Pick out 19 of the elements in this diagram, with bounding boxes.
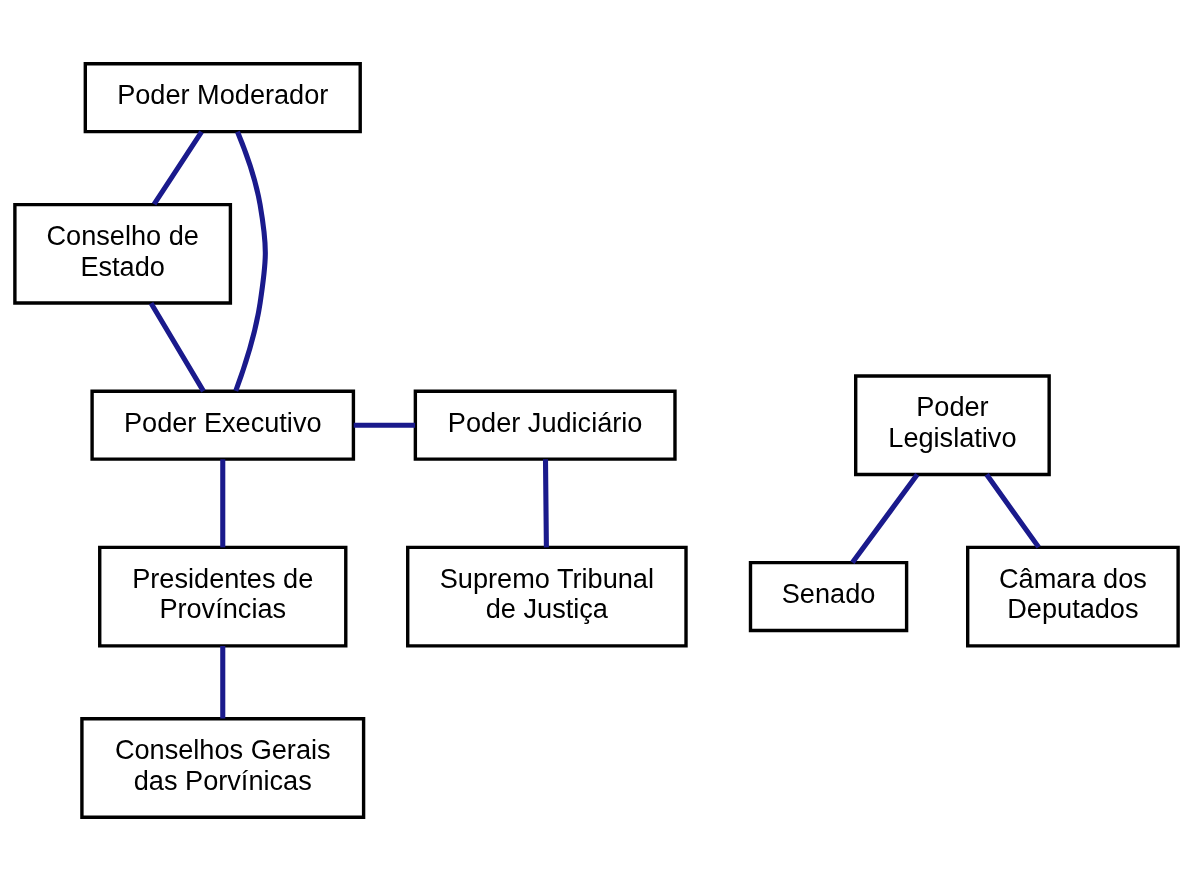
connector xyxy=(220,458,226,547)
node-box: Conselhos Gerais das Porvínicas xyxy=(80,716,366,819)
connector xyxy=(148,301,206,392)
node-box: Presidentes de Províncias xyxy=(98,545,348,648)
connector xyxy=(152,129,204,206)
connector xyxy=(984,472,1041,549)
node-box: Conselho de Estado xyxy=(13,202,233,305)
connector xyxy=(220,645,226,718)
connector xyxy=(542,458,549,547)
node-box: Poder Moderador xyxy=(83,61,362,133)
node-box: Senado xyxy=(748,560,909,632)
node-box: Câmara dos Deputados xyxy=(966,545,1180,648)
node-box: Supremo Tribunal de Justiça xyxy=(406,545,688,648)
connector xyxy=(353,422,416,428)
connector xyxy=(233,130,268,392)
node-box: Poder Judiciário xyxy=(413,389,677,461)
connector xyxy=(850,472,920,564)
node-box: Poder Executivo xyxy=(90,389,356,461)
node-box: Poder Legislativo xyxy=(854,373,1051,476)
